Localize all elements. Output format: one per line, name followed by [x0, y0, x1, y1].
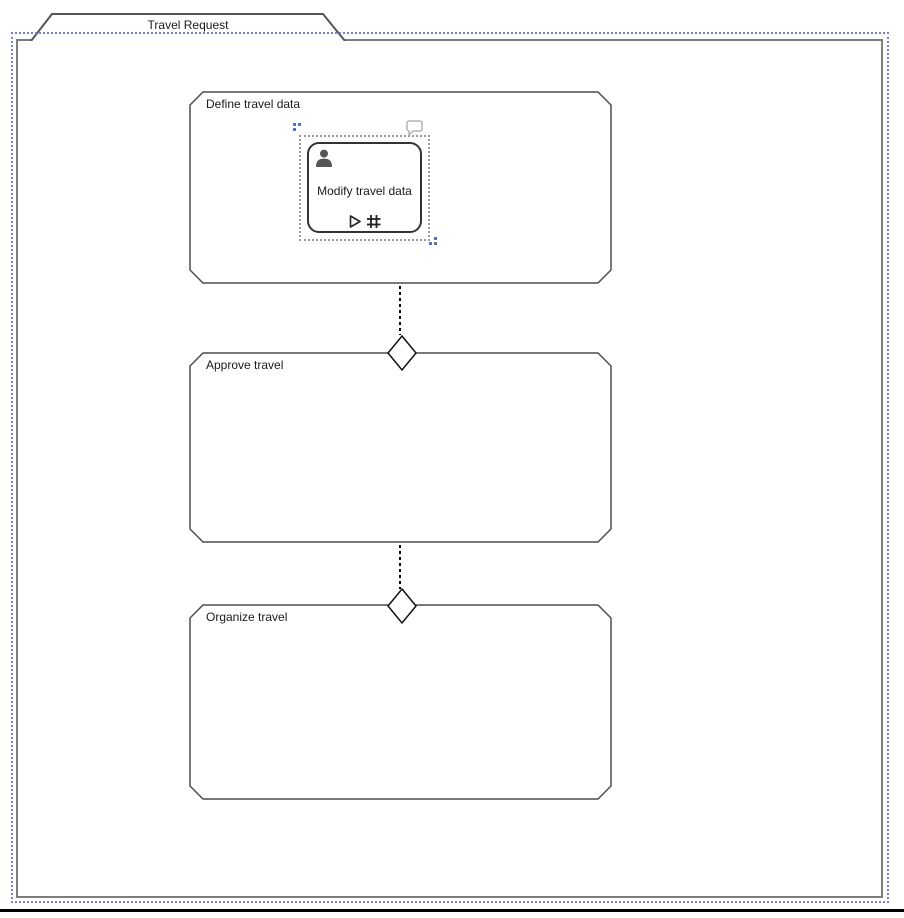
- case-tab-shape: [30, 13, 346, 41]
- repetition-hash-icon: [367, 215, 381, 228]
- stage-label: Define travel data: [206, 97, 301, 111]
- connection-approve-to-organize[interactable]: [399, 545, 401, 589]
- case-title: Travel Request: [147, 18, 229, 32]
- task-markers: [309, 214, 420, 229]
- stage-label: Organize travel: [206, 610, 288, 624]
- selection-resize-handle-top-left[interactable]: [293, 123, 303, 133]
- stage-organize-travel[interactable]: Organize travel: [189, 604, 612, 800]
- case-plan-model-border[interactable]: [16, 39, 883, 898]
- entry-criterion-organize-travel[interactable]: [386, 587, 418, 625]
- task-selection-outline: [299, 135, 430, 241]
- stage-shape: [189, 352, 612, 543]
- stage-shape: [189, 604, 612, 800]
- user-icon: [314, 148, 334, 173]
- canvas-bottom-boundary: [0, 909, 904, 912]
- selection-resize-handle-bottom-right[interactable]: [429, 237, 439, 247]
- stage-approve-travel[interactable]: Approve travel: [189, 352, 612, 543]
- manual-activation-play-icon: [349, 215, 361, 228]
- case-plan-model-tab[interactable]: Travel Request: [30, 12, 346, 41]
- task-modify-travel-data[interactable]: Modify travel data: [307, 142, 422, 233]
- connection-define-to-approve[interactable]: [399, 286, 401, 335]
- stage-label: Approve travel: [206, 358, 284, 372]
- task-label: Modify travel data: [317, 184, 412, 198]
- entry-criterion-approve-travel[interactable]: [386, 334, 418, 372]
- comment-bubble-icon[interactable]: [405, 119, 425, 142]
